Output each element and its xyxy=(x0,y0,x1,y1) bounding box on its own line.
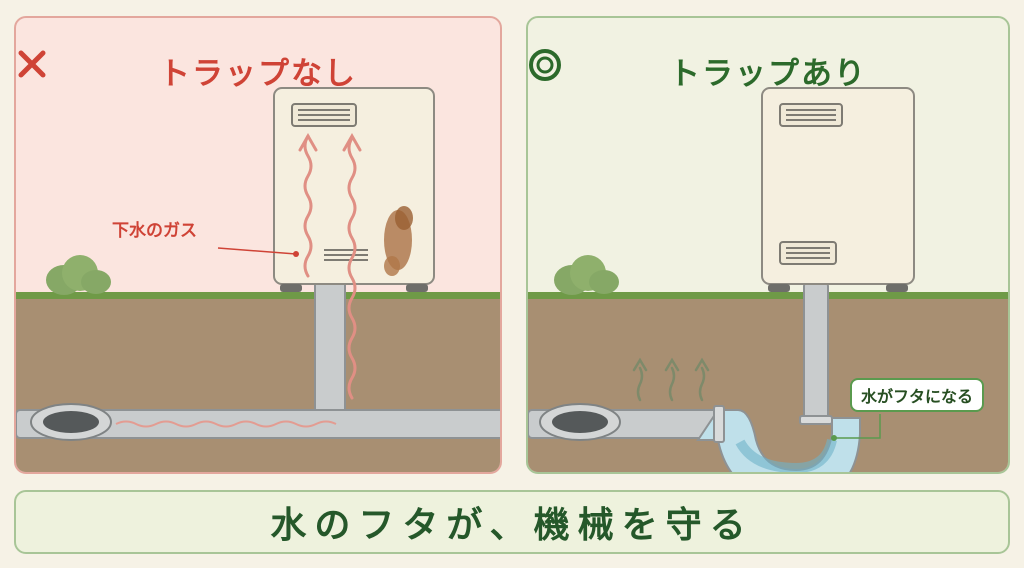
soil xyxy=(16,297,500,472)
gas-leader-line xyxy=(217,247,297,255)
pipe-collar xyxy=(799,415,833,425)
sewer-gas-label: 下水のガス xyxy=(112,221,197,241)
water-leader-dot xyxy=(831,435,837,441)
drain-opening xyxy=(539,403,621,441)
double-circle-icon xyxy=(529,49,561,81)
water-seal-callout: 水がフタになる xyxy=(850,378,985,412)
left-panel-title: トラップなし xyxy=(159,56,357,92)
right-title-row: トラップあり xyxy=(528,48,1008,93)
left-title-row: トラップなし xyxy=(16,48,500,93)
water-leader-line xyxy=(834,414,881,439)
water-heater-unit xyxy=(273,87,435,292)
drain-opening xyxy=(30,403,112,441)
gas-arrows xyxy=(298,132,362,400)
cross-mark-icon xyxy=(18,50,46,78)
panel-with-trap: トラップあり 水がフタになる xyxy=(526,16,1010,474)
upper-vent xyxy=(779,103,843,127)
lower-vent xyxy=(324,249,368,261)
trap-water xyxy=(735,438,837,472)
bush xyxy=(554,255,619,295)
panel-without-trap: トラップなし 下水のガス xyxy=(14,16,502,474)
gas-wave-in-pipe xyxy=(115,420,337,428)
pipe-joint xyxy=(713,405,725,443)
bush xyxy=(46,255,111,295)
without-trap-illustration xyxy=(16,87,500,472)
u-trap xyxy=(696,409,861,472)
water-heater-unit xyxy=(761,87,915,292)
right-panel-title: トラップあり xyxy=(669,56,867,92)
blocked-gas-arrows xyxy=(632,357,710,402)
gas-leader-dot xyxy=(293,251,299,257)
lower-vent xyxy=(779,241,837,265)
bottom-banner: 水のフタが、機械を守る xyxy=(14,490,1010,554)
vertical-drain-pipe xyxy=(314,279,346,431)
banner-text: 水のフタが、機械を守る xyxy=(270,505,754,546)
vertical-drain-pipe xyxy=(803,281,829,423)
with-trap-illustration xyxy=(528,87,1008,472)
grass-strip xyxy=(528,292,1008,299)
grass-strip xyxy=(16,292,500,299)
upper-vent xyxy=(291,103,357,127)
rust-stain xyxy=(384,206,413,276)
